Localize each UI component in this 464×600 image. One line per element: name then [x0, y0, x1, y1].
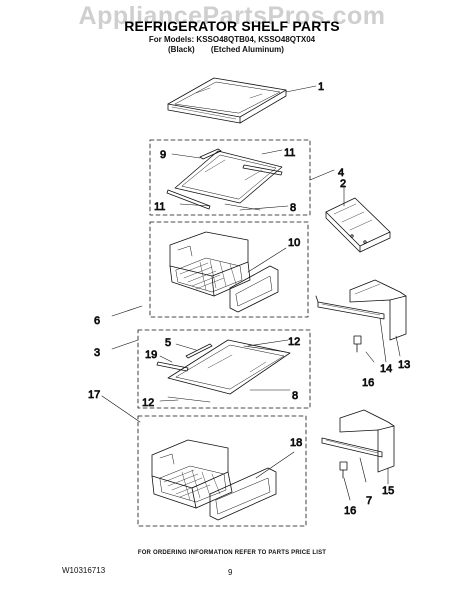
crisper-drawer-lower — [151, 439, 233, 509]
part-9-trim-upper — [199, 148, 222, 160]
callout-9: 9 — [160, 149, 166, 161]
callout-4: 4 — [338, 167, 344, 179]
callout-8-b: 8 — [292, 390, 298, 402]
callout-2: 2 — [340, 178, 346, 190]
callout-10: 10 — [288, 237, 300, 249]
callout-12-b: 12 — [142, 397, 154, 409]
variant-etched: (Etched Aluminum) — [210, 45, 284, 54]
callout-3: 3 — [94, 347, 100, 359]
crisper-drawer-upper — [169, 231, 251, 297]
part-19-trim-lower — [156, 361, 189, 372]
part-5-trim-lower — [185, 343, 213, 359]
part-10-drawer-front-upper — [229, 265, 279, 313]
part-11-trim-strips-upper — [166, 164, 283, 211]
page-title: REFRIGERATOR SHELF PARTS — [124, 18, 340, 34]
part-15-slide-assembly — [339, 409, 395, 473]
callout-14: 14 — [380, 363, 392, 375]
part-8-shelf-glass-upper — [174, 150, 283, 204]
leader-lines — [101, 85, 401, 501]
document-number: W10316713 — [62, 566, 106, 575]
callout-12-a: 12 — [288, 336, 300, 348]
variants-line: (Black) (Etched Aluminum) — [168, 45, 388, 54]
part-8-shelf-glass-lower — [167, 339, 291, 395]
group-box-shelf-lower — [137, 329, 311, 409]
part-18-drawer-front-lower — [209, 467, 277, 521]
watermark: AppliancePartsPros.com — [78, 2, 386, 30]
group-box-crisper-upper — [149, 221, 309, 318]
footer-ordering-info: FOR ORDERING INFORMATION REFER TO PARTS … — [137, 550, 327, 556]
part-13-slide-assembly — [349, 279, 407, 341]
part-12-trim-strips-lower — [167, 345, 287, 403]
callout-18: 18 — [290, 437, 302, 449]
callout-16-b: 16 — [344, 505, 356, 517]
part-7-rail — [321, 437, 383, 458]
callout-5: 5 — [165, 337, 171, 349]
part-16-screw-lower — [339, 461, 348, 479]
callout-13: 13 — [398, 359, 410, 371]
callout-6: 6 — [94, 315, 100, 327]
part-2-bracket — [325, 197, 391, 253]
callout-16-a: 16 — [362, 377, 374, 389]
callout-15: 15 — [382, 485, 394, 497]
callout-17: 17 — [88, 389, 100, 401]
callout-19: 19 — [145, 349, 157, 361]
callout-11-b: 11 — [154, 201, 165, 213]
page-number: 9 — [228, 568, 233, 577]
part-14-rail — [315, 295, 385, 320]
callout-8-a: 8 — [290, 202, 296, 214]
callout-11-a: 11 — [284, 147, 295, 159]
callout-7: 7 — [366, 495, 372, 507]
part-16-screw-upper — [353, 335, 362, 353]
callout-1: 1 — [318, 81, 324, 93]
part-1-glass-shelf — [167, 77, 287, 124]
models-line: For Models: KSSO48QTB04, KSSO48QTX04 — [148, 35, 316, 44]
group-box-shelf-upper — [149, 139, 311, 216]
group-box-crisper-lower — [137, 415, 307, 527]
variant-black: (Black) — [168, 45, 195, 54]
